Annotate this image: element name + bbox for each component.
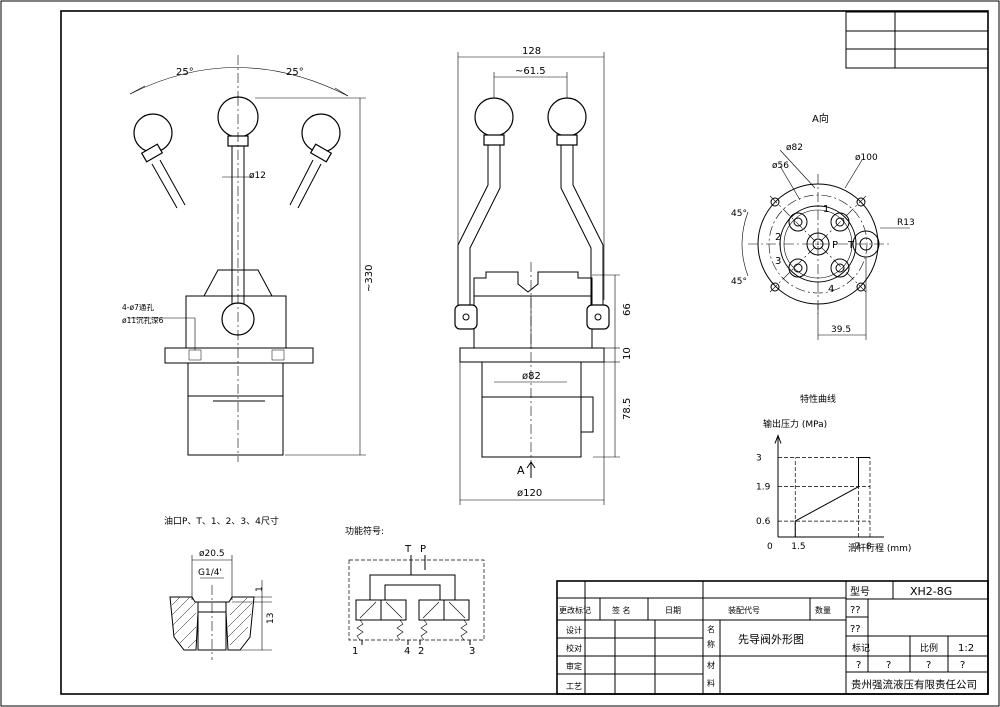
handle-left-tilted [133,113,186,209]
check-label: 校对 [566,643,582,653]
chart-x-tick-label: 0 [767,542,773,552]
function-symbol-title: 功能符号: [345,525,384,537]
port-2-label: 2 [775,232,781,243]
title-block: 型号 XH2-8G 更改标记 签 名 日期 装配代号 数量 设计 校对 审定 工… [556,580,989,695]
name-label-2: 称 [707,639,715,649]
symbol-t-label: T [404,544,412,555]
view-a-title: A向 [812,112,829,125]
angle-left-label: 25° [176,67,194,78]
angle-right-label: 25° [286,67,304,78]
chart-y-tick-label: 1.9 [756,483,771,493]
scale-value: 1:2 [958,643,974,654]
hole-note-1: 4-ø7通孔 [122,302,154,312]
scale-label: 比例 [920,642,938,654]
model-label: 型号 [850,585,870,598]
port-p-label: P [832,240,838,251]
symbol-label-3: 3 [469,646,475,657]
model-value: XH2-8G [910,585,952,598]
chart-x-tick-label: 1.5 [791,542,805,552]
quantity-label: 数量 [815,605,831,615]
symbol-label-2: 2 [418,646,424,657]
handle-right-tilted [289,113,341,209]
q-mark-4: ? [960,660,965,671]
thread-label: G1/4' [198,568,222,578]
port-size-title: 油口P、T、1、2、3、4尺寸 [164,515,279,527]
name-label-1: 名 [707,624,715,634]
company-name: 贵州强流液压有限责任公司 [851,678,977,691]
port-4-label: 4 [828,284,834,295]
chart-x-tick-label: 8 [866,542,872,552]
front-view: 25° 25° ø12 [122,55,375,462]
d82-label: ø82 [786,143,803,153]
curve-title: 特性曲线 [800,393,836,405]
front-lower-body [187,362,284,456]
hole-note-2: ø11沉孔深6 [122,316,164,325]
dim-1-label: 1 [255,586,265,592]
design-label: 设计 [566,625,582,635]
chart-y-arrow [774,434,782,444]
side-view: 128 ~61.5 ø82 66 10 [454,46,633,505]
front-flange [164,347,314,364]
material-label-2: 料 [707,678,715,688]
chart-x-tick-label: 7 [855,542,861,552]
material-label-1: 材 [707,660,715,670]
angle-45-top: 45° [731,209,747,219]
function-symbol: 功能符号: T P 1 4 2 3 [345,525,485,657]
symbol-label-4: 4 [404,646,410,657]
dim-13-label: 13 [266,613,276,624]
chart-y-tick-label: 3 [756,454,762,464]
chart-y-tick-label: 0.6 [756,517,771,527]
drawing-name: 先导阀外形图 [738,632,804,646]
view-arrow-a: A [517,464,525,477]
view-a: A向 45° 45° ø82 ø56 ø100 R13 [731,112,915,340]
chart-xlabel: 滑杆行程 (mm) [848,542,911,554]
d56-label: ø56 [772,161,789,171]
inner-border [60,10,989,695]
symbol-label-1: 1 [352,646,358,657]
dim-10-label: 10 [622,347,633,360]
rod-diameter-label: ø12 [249,171,266,181]
port-3-label: 3 [775,256,781,267]
port-1-label: 1 [823,204,829,215]
revision-mark-label: 更改标记 [559,605,591,615]
assembly-code-label: 装配代号 [728,605,760,615]
q1-mark: ?? [850,605,861,616]
mark-label: 标记 [852,642,870,654]
top-right-box [845,11,989,69]
q-mark-3: ? [926,660,931,671]
chart-series-line [794,457,870,537]
dim-66-label: 66 [622,303,633,316]
port-t-label: T [847,240,855,251]
signature-label: 签 名 [612,605,631,615]
chart-ylabel: 输出压力 (MPa) [763,418,827,430]
width-top-label: 128 [522,46,541,57]
overall-height-label: ~330 [364,265,375,292]
dim-78-5-label: 78.5 [622,398,633,420]
inner-diameter-label: ø82 [522,371,541,382]
angle-45-bottom: 45° [731,277,747,287]
r13-label: R13 [897,218,915,228]
d20-5-label: ø20.5 [199,549,225,559]
dim-39-5-label: 39.5 [831,325,851,335]
q-mark-2: ? [886,660,891,671]
d100-label: ø100 [855,153,878,163]
symbol-p-label: P [420,544,426,555]
review-label: 审定 [566,661,582,671]
process-label: 工艺 [566,682,582,691]
date-label: 日期 [665,606,681,615]
q2-mark: ?? [850,624,861,635]
q-mark-1: ? [856,660,861,671]
handle-spacing-label: ~61.5 [515,66,546,77]
port-detail: 油口P、T、1、2、3、4尺寸 ø20.5 G1/4' 1 13 [164,515,279,660]
outer-diameter-label: ø120 [517,488,542,499]
